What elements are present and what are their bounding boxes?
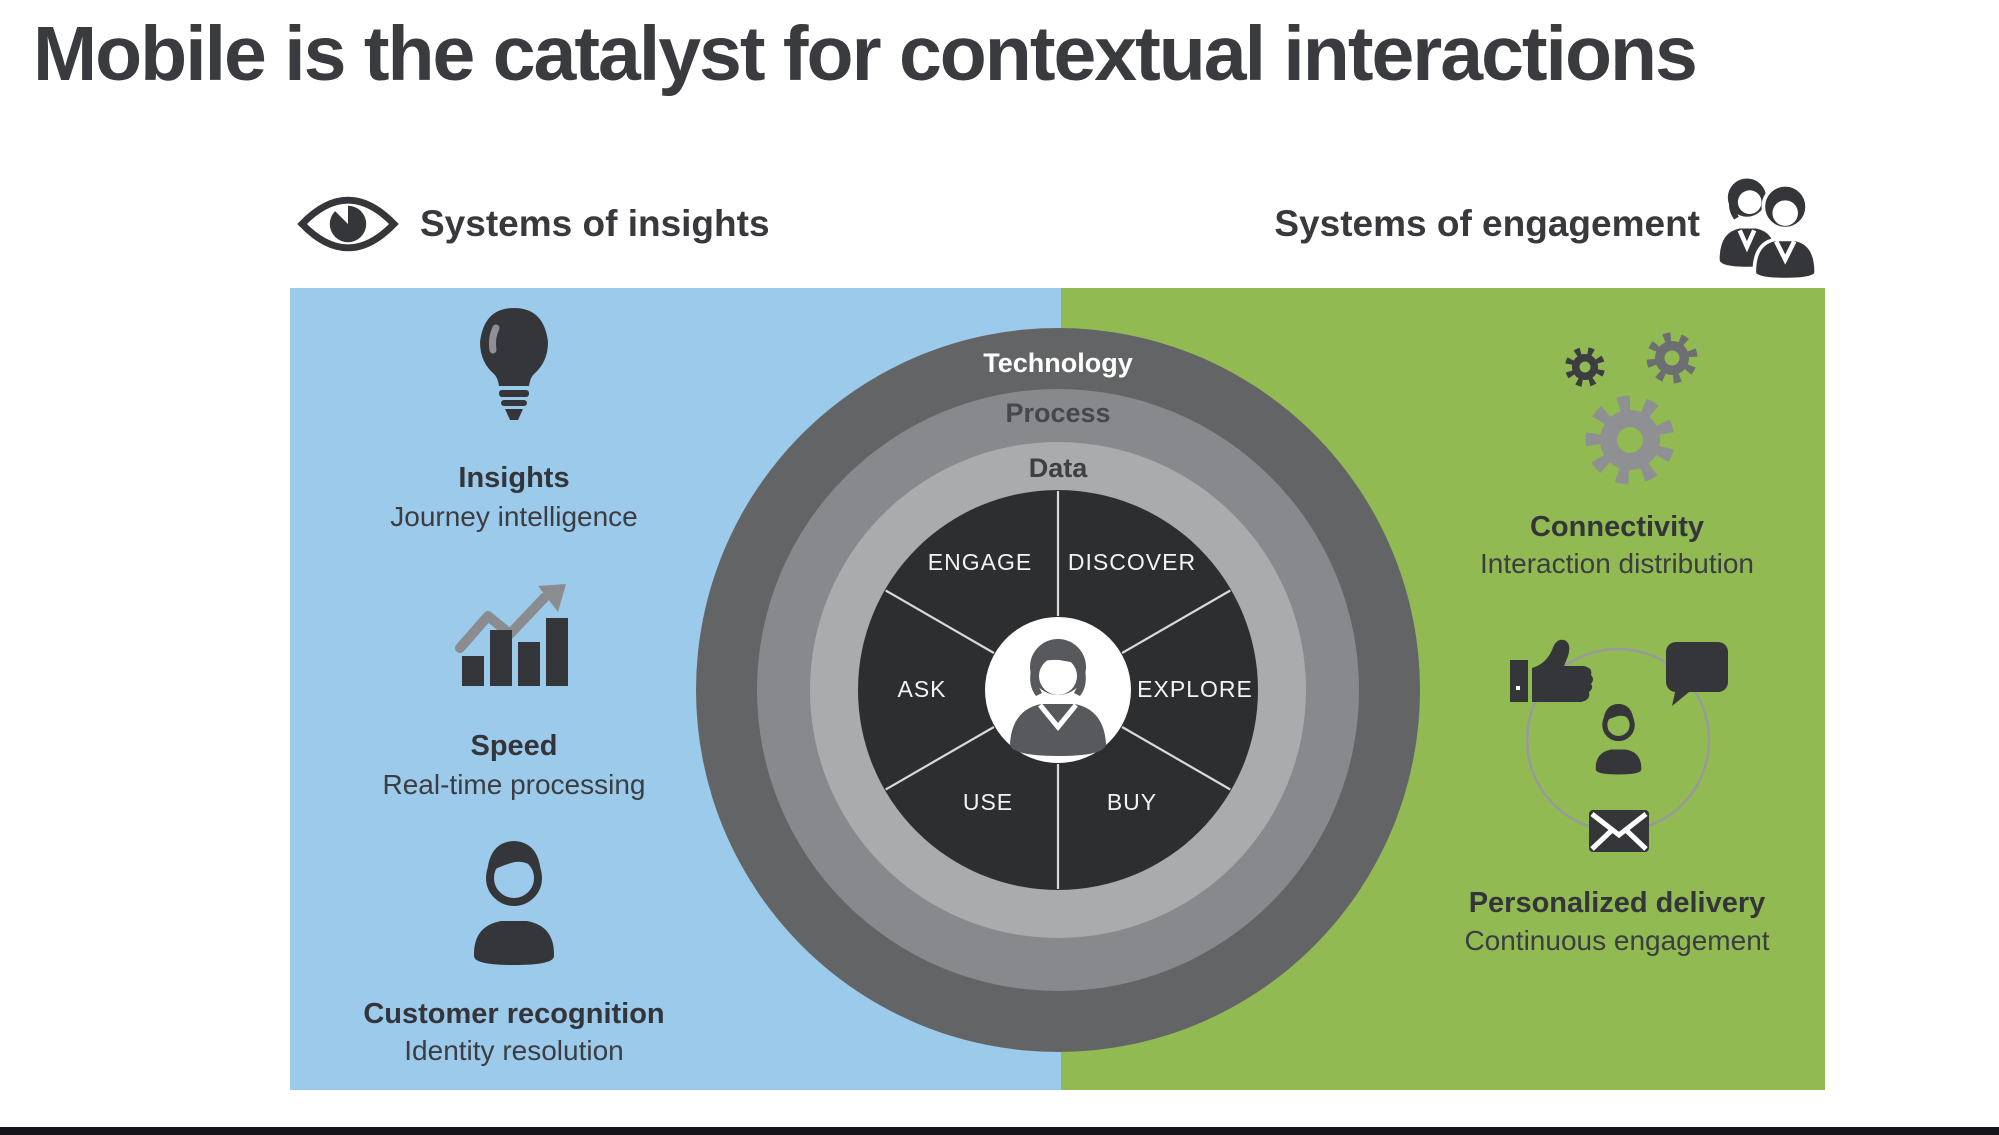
- segment-dividers: [885, 491, 1231, 889]
- person-icon: [474, 841, 554, 965]
- insights-item-desc: Journey intelligence: [390, 501, 638, 532]
- ring-process-label: Process: [1005, 398, 1110, 428]
- customer-icon: [1010, 639, 1106, 756]
- insights-item-label: Insights: [458, 462, 570, 494]
- segment-label-ask: ASK: [897, 676, 946, 702]
- growth-chart-icon: [455, 584, 568, 686]
- journey-wheel: Technology Process Data ENGAGE DISCOVER …: [696, 328, 1420, 1052]
- header-engagement: Systems of engagement: [1274, 168, 1818, 280]
- gear-small: [1565, 347, 1605, 387]
- segment-label-engage: ENGAGE: [928, 549, 1032, 575]
- speed-item-label: Speed: [470, 730, 558, 762]
- segment-label-buy: BUY: [1107, 789, 1157, 815]
- eye-icon: [297, 196, 399, 252]
- segment-label-discover: DISCOVER: [1068, 549, 1196, 575]
- ring-data-label: Data: [1029, 453, 1089, 483]
- customer-item-desc: Identity resolution: [404, 1035, 624, 1066]
- gear-medium: [1646, 332, 1698, 384]
- segment-label-use: USE: [963, 789, 1013, 815]
- header-engagement-label: Systems of engagement: [1274, 203, 1700, 244]
- header-insights: Systems of insights: [296, 178, 770, 270]
- customer-item-label: Customer recognition: [363, 998, 665, 1030]
- lightbulb-icon: [480, 308, 548, 420]
- slide-title: Mobile is the catalyst for contextual in…: [33, 11, 1698, 97]
- gears-icon: [1565, 332, 1698, 485]
- delivery-item-label: Personalized delivery: [1468, 887, 1766, 919]
- people-icon: [1719, 178, 1818, 280]
- footer-bar: [0, 1127, 1999, 1135]
- thumbs-up-icon: [1510, 639, 1593, 702]
- engagement-cycle-icon: [1510, 639, 1728, 852]
- envelope-icon: [1589, 810, 1649, 852]
- connectivity-item-label: Connectivity: [1529, 511, 1705, 543]
- speed-item-desc: Real-time processing: [382, 769, 646, 800]
- connectivity-item-desc: Interaction distribution: [1480, 548, 1754, 579]
- header-insights-label: Systems of insights: [420, 203, 770, 244]
- ring-technology-label: Technology: [983, 348, 1133, 378]
- gear-large: [1585, 395, 1675, 485]
- person-icon: [1595, 703, 1642, 775]
- speech-bubble-icon: [1666, 642, 1728, 706]
- segment-label-explore: EXPLORE: [1137, 676, 1253, 702]
- delivery-item-desc: Continuous engagement: [1464, 925, 1770, 956]
